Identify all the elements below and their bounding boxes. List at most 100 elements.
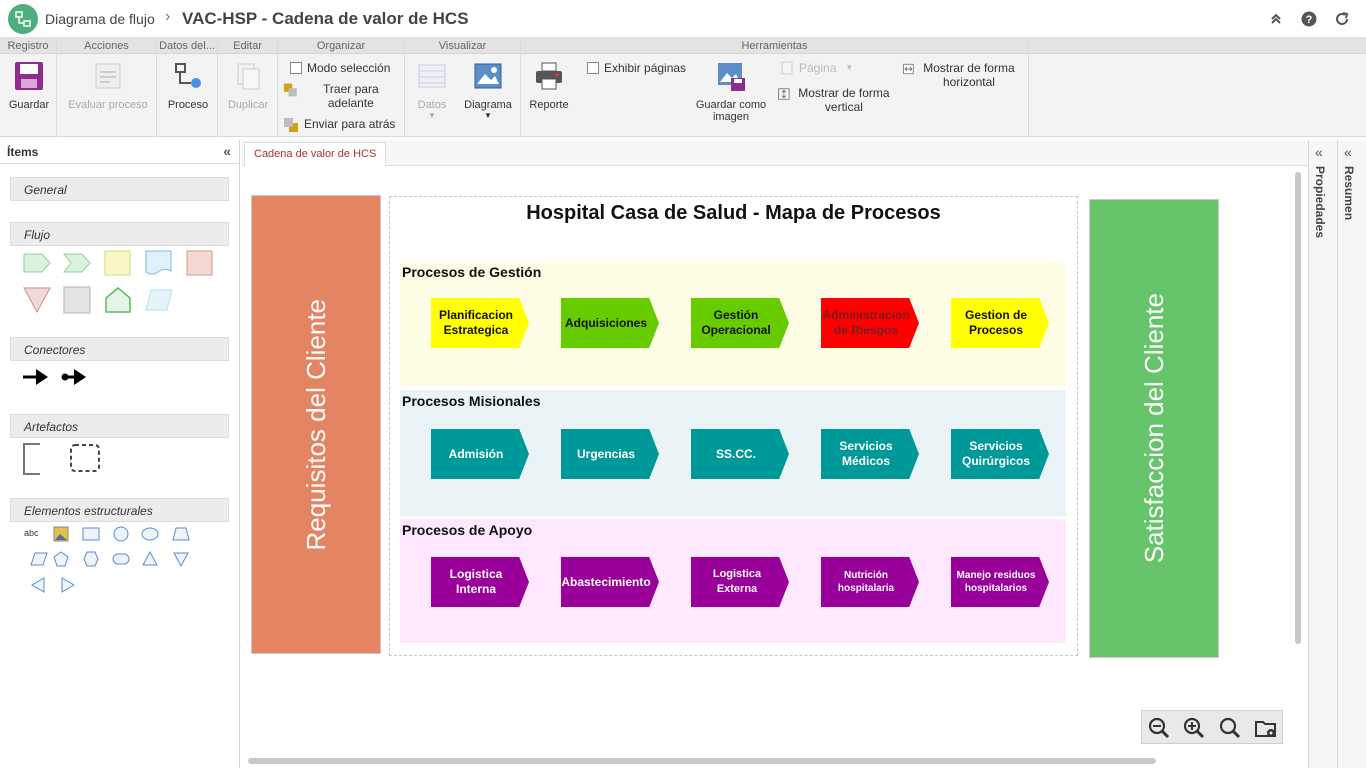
process-step[interactable]: Urgencias bbox=[561, 429, 659, 479]
circle-tool-icon[interactable] bbox=[113, 526, 129, 542]
selection-mode-checkbox[interactable]: Modo selección bbox=[290, 61, 390, 75]
process-step[interactable]: Logistica Interna bbox=[431, 557, 529, 607]
process-step[interactable]: Adquisiciones bbox=[561, 298, 659, 348]
process-step[interactable]: Nutrición hospitalaria bbox=[821, 557, 919, 607]
process-flow-icon bbox=[175, 63, 201, 88]
process-step[interactable]: Gestion de Procesos bbox=[951, 298, 1049, 348]
triangle-right-tool-icon[interactable] bbox=[60, 577, 76, 593]
flow-note-icon[interactable] bbox=[104, 250, 132, 276]
save-button[interactable]: Guardar bbox=[4, 60, 54, 111]
flow-chevron-icon[interactable] bbox=[63, 252, 91, 274]
collapse-up-icon[interactable] bbox=[1267, 10, 1285, 28]
data-view-button[interactable]: Datos ▼ bbox=[410, 60, 454, 120]
pentagon-tool-icon[interactable] bbox=[53, 551, 69, 567]
data-grid-icon bbox=[418, 64, 446, 88]
items-panel: Ítems « General Flujo Conectores Artefac… bbox=[0, 140, 240, 768]
folder-settings-icon[interactable] bbox=[1255, 717, 1277, 739]
title-bar: Diagrama de flujo › VAC-HSP - Cadena de … bbox=[0, 0, 1366, 38]
evaluate-process-button[interactable]: Evaluar proceso bbox=[62, 60, 154, 111]
customer-requirements-label: Requisitos del Cliente bbox=[300, 298, 331, 551]
show-vertical-button[interactable]: Mostrar de forma vertical bbox=[778, 86, 893, 114]
category-elementos-estructurales[interactable]: Elementos estructurales bbox=[10, 498, 229, 522]
process-step[interactable]: Gestión Operacional bbox=[691, 298, 789, 348]
category-flujo[interactable]: Flujo bbox=[10, 222, 229, 246]
vertical-scrollbar[interactable] bbox=[1295, 172, 1301, 644]
report-button[interactable]: Reporte bbox=[525, 60, 573, 111]
flow-house-icon[interactable] bbox=[104, 286, 132, 314]
breadcrumb-root[interactable]: Diagrama de flujo bbox=[45, 11, 155, 27]
flow-pentagon-icon[interactable] bbox=[23, 252, 51, 274]
properties-panel[interactable]: « Propiedades bbox=[1308, 140, 1337, 768]
bring-forward-button[interactable]: Traer para adelante bbox=[283, 82, 399, 110]
hexagon-tool-icon[interactable] bbox=[83, 551, 99, 567]
breadcrumb-separator: › bbox=[165, 8, 171, 25]
zoom-in-icon[interactable] bbox=[1183, 717, 1205, 739]
customer-requirements-bar[interactable]: Requisitos del Cliente bbox=[251, 195, 381, 654]
duplicate-button[interactable]: Duplicar bbox=[222, 60, 274, 111]
zoom-out-icon[interactable] bbox=[1148, 717, 1170, 739]
process-step[interactable]: Abastecimiento bbox=[561, 557, 659, 607]
ribbon-group-registro: Registro bbox=[0, 38, 57, 137]
rounded-rect-tool-icon[interactable] bbox=[112, 553, 130, 565]
process-step[interactable]: Administracion de Riesgos bbox=[821, 298, 919, 348]
diagram-view-button[interactable]: Diagrama ▼ bbox=[460, 60, 516, 120]
help-icon[interactable]: ? bbox=[1300, 10, 1318, 28]
show-horizontal-button[interactable]: Mostrar de forma horizontal bbox=[903, 61, 1019, 89]
process-step[interactable]: Admisión bbox=[431, 429, 529, 479]
collapse-left-icon[interactable]: « bbox=[223, 143, 231, 159]
lane-title: Procesos de Apoyo bbox=[402, 522, 533, 538]
triangle-up-tool-icon[interactable] bbox=[142, 551, 158, 567]
customer-satisfaction-bar[interactable]: Satisfaccion del Cliente bbox=[1089, 199, 1219, 658]
connector-arrow-icon[interactable] bbox=[22, 366, 50, 388]
items-panel-header: Ítems « bbox=[0, 140, 239, 164]
flow-gray-box-icon[interactable] bbox=[63, 286, 91, 314]
annotation-bracket-icon[interactable] bbox=[22, 443, 44, 475]
refresh-icon[interactable] bbox=[1333, 10, 1351, 28]
connector-dot-arrow-icon[interactable] bbox=[60, 366, 88, 388]
duplicate-icon bbox=[237, 63, 260, 90]
group-dashed-box-icon[interactable] bbox=[69, 443, 101, 473]
flow-triangle-down-icon[interactable] bbox=[23, 286, 51, 314]
category-general[interactable]: General bbox=[10, 177, 229, 201]
zoom-fit-icon[interactable] bbox=[1219, 717, 1241, 739]
horizontal-scrollbar[interactable] bbox=[248, 758, 1156, 764]
page-dropdown[interactable]: Página ▼ bbox=[780, 61, 853, 75]
flow-parallelogram-icon[interactable] bbox=[145, 288, 173, 312]
ribbon-group-editar: Editar bbox=[218, 38, 278, 137]
evaluate-icon bbox=[95, 63, 121, 89]
triangle-left-tool-icon[interactable] bbox=[30, 577, 46, 593]
bring-forward-icon bbox=[283, 83, 297, 97]
ellipse-tool-icon[interactable] bbox=[141, 527, 159, 541]
trapezoid-tool-icon[interactable] bbox=[172, 527, 190, 541]
save-as-image-button[interactable]: Guardar como imagen bbox=[690, 60, 772, 123]
process-step[interactable]: Manejo residuos hospitalarios bbox=[951, 557, 1049, 607]
ribbon-group-empty bbox=[1029, 38, 1366, 137]
expand-left-icon[interactable]: « bbox=[1344, 144, 1352, 160]
save-image-icon bbox=[718, 63, 745, 91]
process-step[interactable]: Servicios Quirúrgicos bbox=[951, 429, 1049, 479]
document-tab-bar: Cadena de valor de HCS bbox=[242, 140, 1308, 166]
image-tool-icon[interactable] bbox=[53, 526, 69, 542]
show-pages-checkbox[interactable]: Exhibir páginas bbox=[587, 61, 686, 75]
flow-gradient-box-icon[interactable] bbox=[186, 250, 214, 276]
category-artefactos[interactable]: Artefactos bbox=[10, 414, 229, 438]
process-step[interactable]: Logistica Externa bbox=[691, 557, 789, 607]
process-step[interactable]: SS.CC. bbox=[691, 429, 789, 479]
parallelogram-tool-icon[interactable] bbox=[30, 552, 48, 566]
process-step[interactable]: Planificacion Estrategica bbox=[431, 298, 529, 348]
printer-icon bbox=[536, 62, 562, 90]
text-tool-icon[interactable]: abc bbox=[24, 528, 39, 538]
summary-panel[interactable]: « Resumen bbox=[1337, 140, 1366, 768]
triangle-down-tool-icon[interactable] bbox=[173, 551, 189, 567]
process-step[interactable]: Servicios Médicos bbox=[821, 429, 919, 479]
rectangle-tool-icon[interactable] bbox=[82, 527, 100, 541]
checkbox-icon bbox=[587, 62, 599, 74]
expand-left-icon[interactable]: « bbox=[1315, 144, 1323, 160]
category-conectores[interactable]: Conectores bbox=[10, 337, 229, 361]
ribbon-group-organizar: Organizar bbox=[278, 38, 405, 137]
tab-cadena-de-valor[interactable]: Cadena de valor de HCS bbox=[244, 142, 387, 166]
send-backward-button[interactable]: Enviar para atrás bbox=[283, 117, 395, 133]
process-button[interactable]: Proceso bbox=[162, 60, 214, 111]
flow-document-icon[interactable] bbox=[145, 250, 173, 276]
app-logo-icon[interactable] bbox=[8, 4, 38, 34]
